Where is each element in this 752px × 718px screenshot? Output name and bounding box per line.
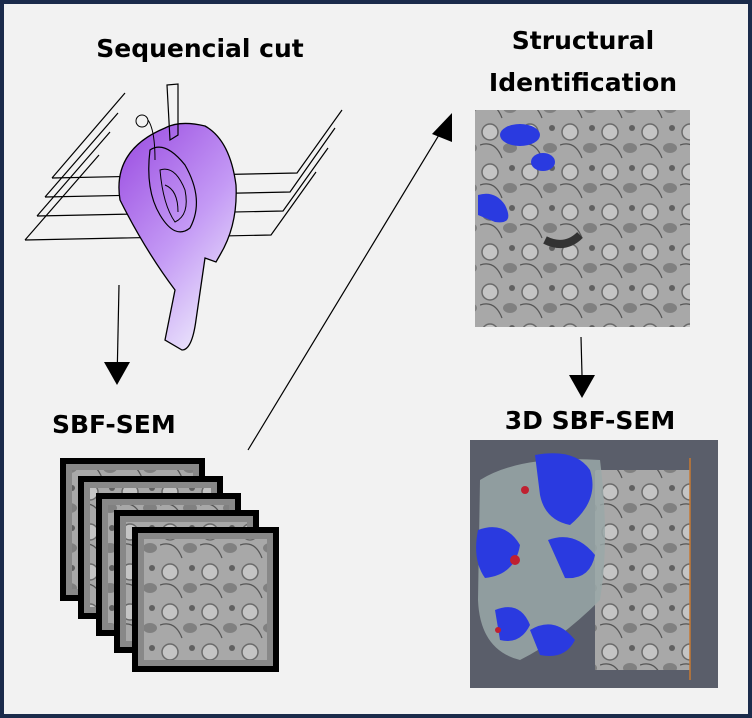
- diagram-graphics: [24, 83, 718, 688]
- title-structural: Structural: [511, 26, 655, 55]
- glomerulus-illustration: [118, 83, 237, 351]
- structural-em-image: [475, 110, 690, 327]
- arrow-diagonal: [247, 124, 446, 451]
- arrow-down-right: [580, 336, 583, 376]
- title-3d-sbf-sem: 3D SBF-SEM: [504, 406, 676, 435]
- title-sequential-cut: Sequencial cut: [96, 34, 304, 63]
- sbf-sem-image-stack: [60, 458, 279, 672]
- title-sbf-sem: SBF-SEM: [52, 410, 176, 439]
- diagram-canvas: Sequencial cut Structural Identification…: [4, 4, 748, 714]
- title-identification: Identification: [488, 68, 678, 97]
- 3d-sbf-sem-image: [470, 440, 718, 688]
